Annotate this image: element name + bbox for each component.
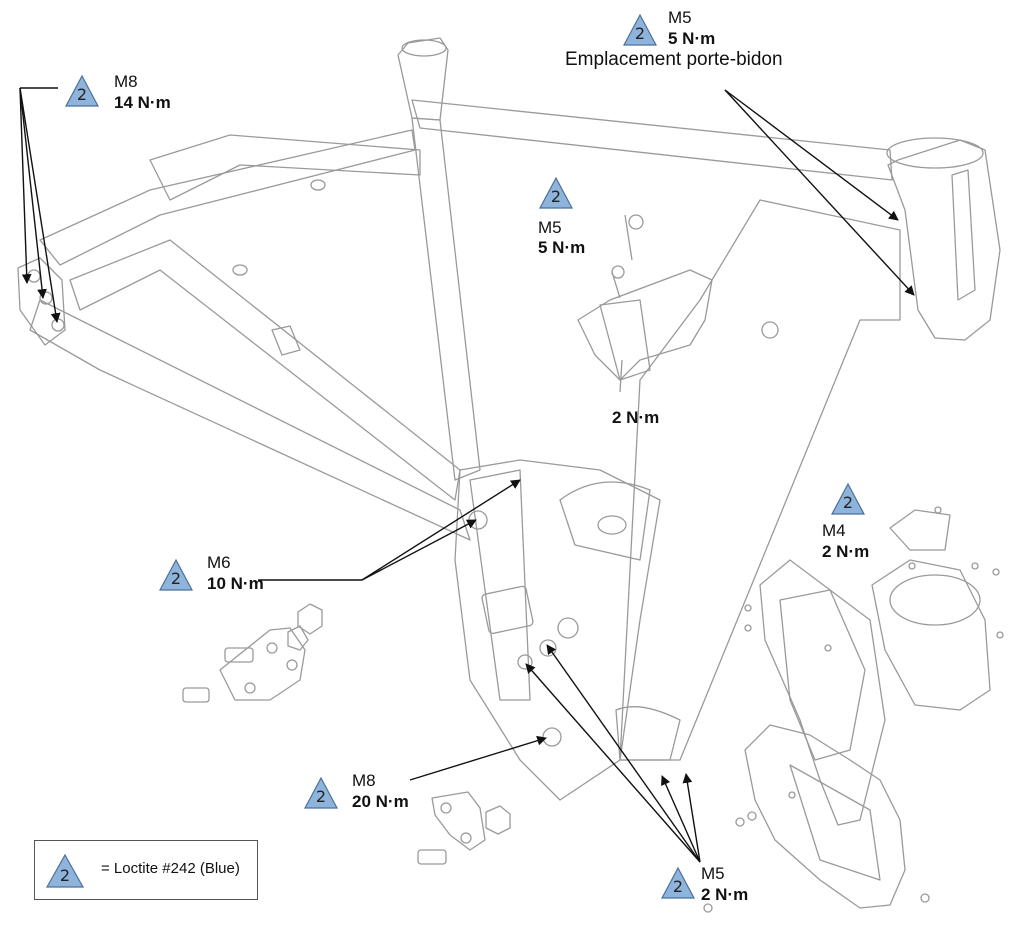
torque-label: 10 N·m bbox=[207, 574, 264, 593]
torque-label: 14 N·m bbox=[114, 93, 171, 112]
bottom-bracket-plate bbox=[431, 791, 486, 851]
bottle-bracket bbox=[577, 269, 713, 381]
legend-text: = Loctite #242 (Blue) bbox=[101, 860, 240, 877]
blue-triangle-icon: 2 bbox=[538, 176, 574, 210]
loctite-number: 2 bbox=[672, 877, 684, 896]
spec-label: M5 bbox=[701, 864, 725, 883]
seat-tube-top bbox=[397, 37, 449, 121]
spec-label: M5 bbox=[538, 218, 562, 237]
torque-label: 5 N·m bbox=[538, 238, 586, 257]
loctite-number: 2 bbox=[550, 187, 562, 206]
motor-cover-large bbox=[759, 559, 886, 826]
blue-triangle-icon: 2 bbox=[830, 482, 866, 516]
spec-label: M4 bbox=[822, 521, 846, 540]
torque-label: 5 N·m bbox=[668, 29, 716, 48]
torque-label: 2 N·m bbox=[822, 542, 870, 561]
loctite-number: 2 bbox=[170, 569, 182, 588]
top-tube bbox=[411, 99, 893, 181]
blue-triangle-icon: 2 bbox=[45, 853, 85, 889]
loctite-number: 2 bbox=[76, 85, 88, 104]
skid-plate bbox=[744, 724, 906, 909]
cover-clip bbox=[889, 509, 951, 551]
down-tube bbox=[619, 199, 901, 761]
location-label: Emplacement porte-bidon bbox=[565, 49, 783, 70]
spec-label: M6 bbox=[207, 553, 231, 572]
seat-tube bbox=[411, 117, 481, 481]
loctite-legend: 2 = Loctite #242 (Blue) bbox=[34, 840, 258, 900]
loctite-number: 2 bbox=[59, 866, 71, 885]
blue-triangle-icon: 2 bbox=[622, 13, 658, 47]
seat-stay-lower bbox=[149, 134, 421, 201]
head-tube bbox=[887, 139, 1001, 341]
bottom-bracket-area bbox=[454, 459, 661, 801]
chain-stay bbox=[29, 299, 471, 541]
blue-triangle-icon: 2 bbox=[64, 74, 100, 108]
rear-dropout bbox=[17, 257, 66, 346]
spec-label: M8 bbox=[114, 72, 138, 91]
loctite-number: 2 bbox=[842, 493, 854, 512]
loctite-number: 2 bbox=[315, 787, 327, 806]
spec-label: M5 bbox=[668, 8, 692, 27]
blue-triangle-icon: 2 bbox=[303, 776, 339, 810]
torque-label: 20 N·m bbox=[352, 792, 409, 811]
loctite-number: 2 bbox=[634, 24, 646, 43]
blue-triangle-icon: 2 bbox=[660, 866, 696, 900]
spec-label: M8 bbox=[352, 771, 376, 790]
blue-triangle-icon: 2 bbox=[158, 558, 194, 592]
seat-stay-upper bbox=[39, 129, 416, 266]
torque-label: 2 N·m bbox=[701, 885, 749, 904]
torque-label-secondary: 2 N·m bbox=[612, 408, 660, 427]
left-bracket-plate bbox=[219, 627, 306, 701]
motor-cover-small bbox=[871, 559, 991, 711]
